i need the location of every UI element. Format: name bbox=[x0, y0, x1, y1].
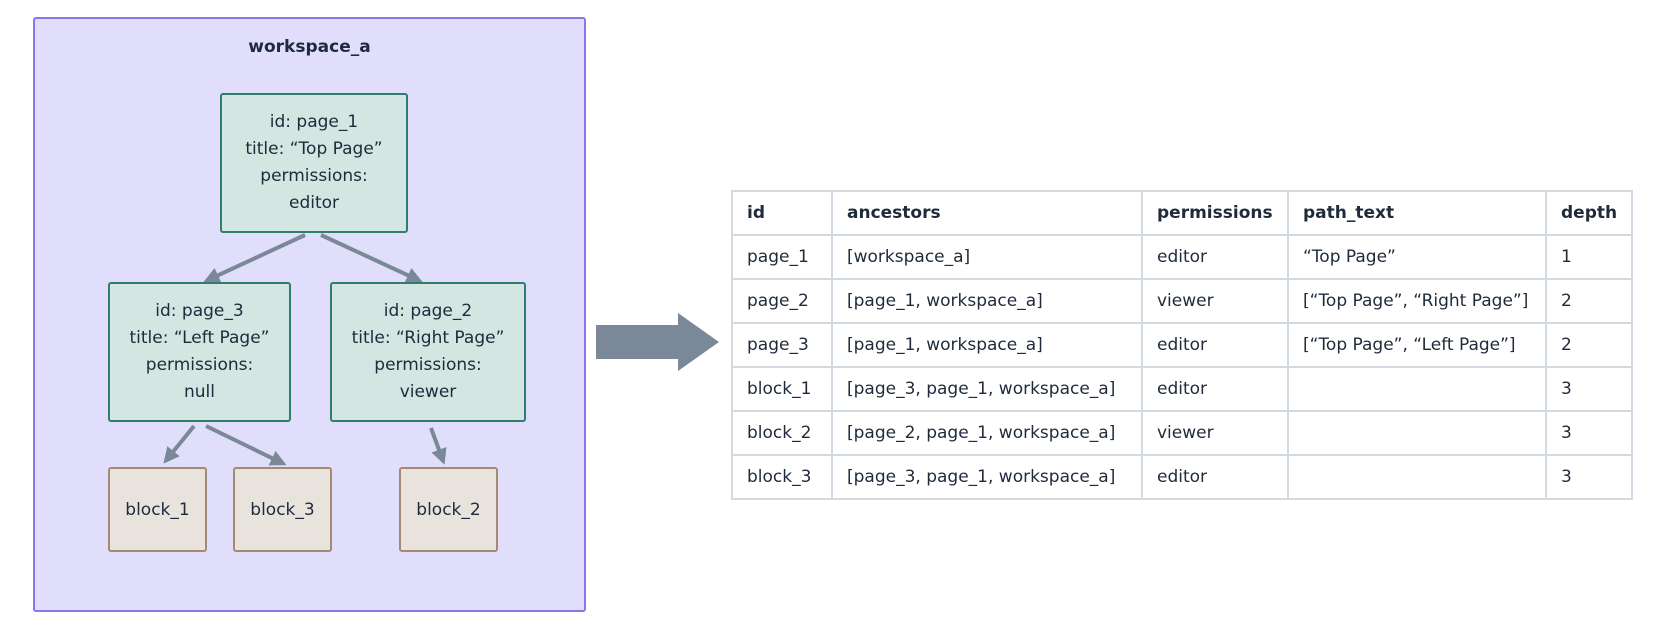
page-node-page-2: id: page_2 title: “Right Page” permissio… bbox=[330, 282, 526, 422]
cell-id: page_3 bbox=[731, 322, 833, 368]
cell-path-text: [“Top Page”, “Left Page”] bbox=[1287, 322, 1547, 368]
page-permissions-value: editor bbox=[288, 193, 340, 213]
cell-id: page_2 bbox=[731, 278, 833, 324]
cell-permissions: editor bbox=[1141, 366, 1289, 412]
page-permissions-value: viewer bbox=[399, 382, 457, 402]
cell-ancestors: [page_1, workspace_a] bbox=[831, 278, 1143, 324]
table-row: page_1 [workspace_a] editor “Top Page” 1 bbox=[731, 234, 1634, 280]
cell-id: block_2 bbox=[731, 410, 833, 456]
block-node-block-2: block_2 bbox=[399, 467, 498, 552]
header-permissions: permissions bbox=[1141, 190, 1289, 236]
page-permissions-value: null bbox=[184, 382, 215, 402]
page-node-page-3: id: page_3 title: “Left Page” permission… bbox=[108, 282, 291, 422]
page-id: id: page_1 bbox=[269, 112, 359, 132]
cell-path-text: [“Top Page”, “Right Page”] bbox=[1287, 278, 1547, 324]
page-permissions-label: permissions: bbox=[374, 355, 482, 375]
header-depth: depth bbox=[1544, 190, 1634, 236]
cell-depth: 1 bbox=[1544, 234, 1634, 280]
page-id: id: page_3 bbox=[155, 301, 244, 321]
page-title: title: “Top Page” bbox=[245, 139, 383, 159]
workspace-title: workspace_a bbox=[248, 37, 371, 57]
cell-ancestors: [workspace_a] bbox=[831, 234, 1143, 280]
cell-id: block_1 bbox=[731, 366, 833, 412]
table-row: page_3 [page_1, workspace_a] editor [“To… bbox=[731, 322, 1634, 368]
page-permissions-label: permissions: bbox=[260, 166, 368, 186]
block-label: block_1 bbox=[125, 499, 190, 520]
page-title: title: “Right Page” bbox=[351, 328, 505, 348]
cell-depth: 3 bbox=[1544, 454, 1634, 500]
page-title: title: “Left Page” bbox=[129, 328, 270, 348]
block-node-block-1: block_1 bbox=[108, 467, 207, 552]
cell-path-text bbox=[1287, 454, 1547, 500]
block-label: block_3 bbox=[250, 499, 315, 520]
cell-path-text: “Top Page” bbox=[1287, 234, 1547, 280]
cell-depth: 2 bbox=[1544, 322, 1634, 368]
page-node-page-1: id: page_1 title: “Top Page” permissions… bbox=[220, 93, 408, 233]
table-row: block_2 [page_2, page_1, workspace_a] vi… bbox=[731, 410, 1634, 456]
header-path-text: path_text bbox=[1287, 190, 1547, 236]
cell-permissions: editor bbox=[1141, 322, 1289, 368]
cell-permissions: editor bbox=[1141, 454, 1289, 500]
table-row: block_1 [page_3, page_1, workspace_a] ed… bbox=[731, 366, 1634, 412]
table-header-row: id ancestors permissions path_text depth bbox=[731, 190, 1634, 236]
header-ancestors: ancestors bbox=[831, 190, 1143, 236]
block-node-block-3: block_3 bbox=[233, 467, 332, 552]
cell-id: block_3 bbox=[731, 454, 833, 500]
cell-depth: 3 bbox=[1544, 410, 1634, 456]
cell-id: page_1 bbox=[731, 234, 833, 280]
block-label: block_2 bbox=[416, 499, 481, 520]
cell-permissions: viewer bbox=[1141, 278, 1289, 324]
cell-ancestors: [page_3, page_1, workspace_a] bbox=[831, 454, 1143, 500]
big-transform-arrow bbox=[596, 313, 719, 371]
cell-depth: 2 bbox=[1544, 278, 1634, 324]
page-id: id: page_2 bbox=[383, 301, 473, 321]
table-row: block_3 [page_3, page_1, workspace_a] ed… bbox=[731, 454, 1634, 500]
cell-path-text bbox=[1287, 366, 1547, 412]
cell-ancestors: [page_3, page_1, workspace_a] bbox=[831, 366, 1143, 412]
cell-depth: 3 bbox=[1544, 366, 1634, 412]
cell-ancestors: [page_1, workspace_a] bbox=[831, 322, 1143, 368]
table-row: page_2 [page_1, workspace_a] viewer [“To… bbox=[731, 278, 1634, 324]
header-id: id bbox=[731, 190, 833, 236]
cell-permissions: viewer bbox=[1141, 410, 1289, 456]
cell-path-text bbox=[1287, 410, 1547, 456]
cell-permissions: editor bbox=[1141, 234, 1289, 280]
cell-ancestors: [page_2, page_1, workspace_a] bbox=[831, 410, 1143, 456]
ancestry-table-container: id ancestors permissions path_text depth… bbox=[731, 190, 1634, 500]
ancestry-table: id ancestors permissions path_text depth… bbox=[731, 190, 1634, 500]
page-permissions-label: permissions: bbox=[145, 355, 254, 375]
